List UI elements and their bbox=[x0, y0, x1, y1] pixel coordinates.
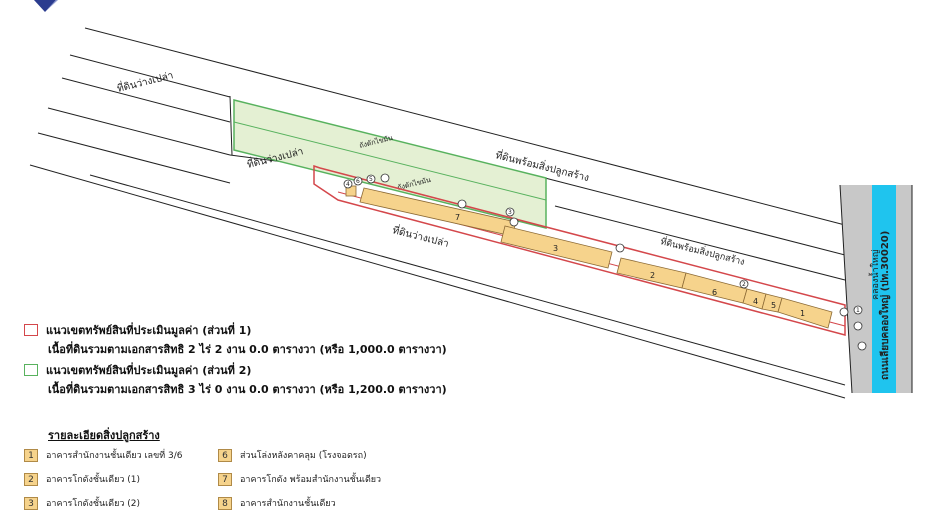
road-label: ถนนเลียบคลองใหญ่ (ปท.30020) bbox=[878, 231, 891, 380]
building-num: 2 bbox=[24, 472, 38, 486]
green-swatch-icon bbox=[24, 364, 38, 376]
building-item: 7 อาคารโกดัง พร้อมสำนักงานชั้นเดียว bbox=[218, 472, 381, 486]
vacant-land-label-3: ที่ดินว่างเปล่า bbox=[391, 222, 450, 250]
main-road bbox=[839, 184, 913, 394]
building-number: 6 bbox=[712, 288, 717, 297]
legend-parcel-2-area: เนื้อที่ดินรวมตามเอกสารสิทธิ 3 ไร่ 0 งาน… bbox=[48, 383, 447, 396]
canal bbox=[872, 185, 896, 393]
building-item: 6 ส่วนโล่งหลังคาคลุม (โรงจอดรถ) bbox=[218, 448, 367, 462]
buildings-title: รายละเอียดสิ่งปลูกสร้าง bbox=[48, 429, 160, 442]
red-swatch-icon bbox=[24, 324, 38, 336]
building-number: 7 bbox=[455, 213, 460, 222]
buildings bbox=[345, 185, 833, 329]
building-item: 2 อาคารโกดังชั้นเดียว (1) bbox=[24, 472, 140, 486]
building-number-labels: 1 2 3 4 5 6 7 bbox=[455, 213, 805, 318]
legend-parcel-1: แนวเขตทรัพย์สินที่ประเมินมูลค่า (ส่วนที่… bbox=[24, 320, 544, 340]
parcel-2 bbox=[233, 99, 547, 229]
marker-label: 1 bbox=[856, 307, 860, 314]
point-markers bbox=[343, 173, 867, 351]
building-3 bbox=[500, 225, 613, 269]
building-item: 8 อาคารสำนักงานชั้นเดียว bbox=[218, 496, 336, 510]
canal-label: คลองน้ำใหญ่ bbox=[868, 249, 881, 300]
legend-parcel-2-title: แนวเขตทรัพย์สินที่ประเมินมูลค่า (ส่วนที่… bbox=[46, 364, 252, 377]
building-number: 5 bbox=[771, 301, 776, 310]
building-num: 6 bbox=[218, 448, 232, 462]
building-number: 2 bbox=[650, 271, 655, 280]
marker-label: 5 bbox=[369, 176, 373, 183]
building-label: อาคารสำนักงานชั้นเดียว เลขที่ 3/6 bbox=[46, 451, 183, 461]
marker-label: 4 bbox=[346, 181, 350, 188]
building-num: 1 bbox=[24, 448, 38, 462]
building-number: 3 bbox=[553, 244, 558, 253]
building-number: 4 bbox=[753, 297, 758, 306]
legend-parcel-2: แนวเขตทรัพย์สินที่ประเมินมูลค่า (ส่วนที่… bbox=[24, 360, 544, 380]
marker-label: 6 bbox=[356, 178, 360, 185]
legend-parcel-1-area: เนื้อที่ดินรวมตามเอกสารสิทธิ 2 ไร่ 2 งาน… bbox=[48, 343, 447, 356]
building-number: 1 bbox=[800, 309, 805, 318]
building-label: อาคารโกดังชั้นเดียว (2) bbox=[46, 499, 141, 509]
point-marker-labels: 4 6 5 3 2 1 bbox=[346, 176, 860, 314]
building-item: 3 อาคารโกดังชั้นเดียว (2) bbox=[24, 496, 140, 510]
building-1 bbox=[777, 297, 833, 329]
building-num: 8 bbox=[218, 496, 232, 510]
vacant-land-label-1: ที่ดินว่างเปล่า bbox=[115, 67, 174, 95]
building-label: อาคารโกดัง พร้อมสำนักงานชั้นเดียว bbox=[240, 475, 382, 485]
legend: แนวเขตทรัพย์สินที่ประเมินมูลค่า (ส่วนที่… bbox=[24, 320, 544, 400]
building-label: อาคารโกดังชั้นเดียว (1) bbox=[46, 475, 141, 485]
marker-label: 3 bbox=[508, 209, 512, 216]
marker-label: 2 bbox=[742, 281, 746, 288]
building-label: ส่วนโล่งหลังคาคลุม (โรงจอดรถ) bbox=[240, 451, 367, 461]
building-label: อาคารสำนักงานชั้นเดียว bbox=[240, 499, 336, 509]
building-num: 3 bbox=[24, 496, 38, 510]
north-arrow-icon bbox=[34, 0, 58, 12]
building-num: 7 bbox=[218, 472, 232, 486]
legend-parcel-1-title: แนวเขตทรัพย์สินที่ประเมินมูลค่า (ส่วนที่… bbox=[46, 324, 252, 337]
building-item: 1 อาคารสำนักงานชั้นเดียว เลขที่ 3/6 bbox=[24, 448, 183, 462]
